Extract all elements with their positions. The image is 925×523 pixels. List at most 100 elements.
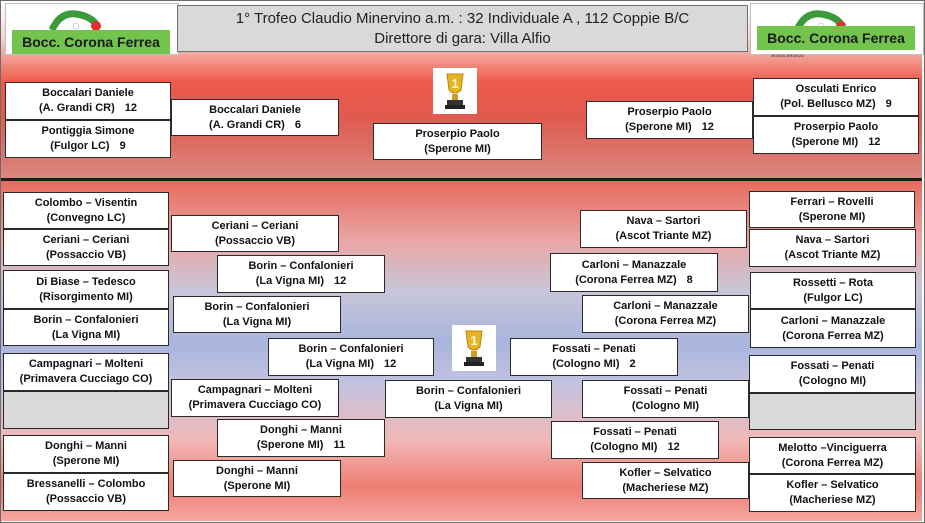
coppie-right-r3-1: Carloni – Manazzale (Corona Ferrea MZ)8 <box>550 253 718 292</box>
team-club: (Cologno MI) <box>631 400 700 412</box>
team-name: Fossati – Penati <box>593 426 677 438</box>
player-score: 12 <box>701 121 714 133</box>
team-name: Ceriani – Ceriani <box>211 219 299 232</box>
coppie-right-r1-4: Carloni – Manazzale (Corona Ferrea MZ) <box>750 309 916 348</box>
coppie-right-r1-8: Kofler – Selvatico (Macheriese MZ) <box>749 474 916 512</box>
team-club: (Ascot Triante MZ) <box>615 230 712 242</box>
team-name: Donghi – Manni <box>45 440 127 452</box>
individuale-final: Proserpio Paolo (Sperone MI) <box>373 123 542 160</box>
team-club: (Corona Ferrea MZ) <box>782 329 884 342</box>
team-name: Fossati – Penati <box>623 385 708 397</box>
player-name: Proserpio Paolo <box>793 121 879 133</box>
team-name: Carloni – Manazzale <box>613 300 718 312</box>
team-club: (Macheriese MZ) <box>622 481 709 494</box>
coppie-left-r1-2: Ceriani – Ceriani (Possaccio VB) <box>3 229 169 266</box>
team-name: Borin – Confalonieri <box>298 343 404 355</box>
coppie-right-r3-2: Fossati – Penati (Cologno MI)12 <box>551 421 719 459</box>
coppie-left-r1-7: Donghi – Manni (Sperone MI) <box>3 435 169 473</box>
team-club: (La Vigna MI) <box>434 400 503 412</box>
team-score: 2 <box>629 358 636 370</box>
individuale-right-r1-1: Osculati Enrico (Pol. Bellusco MZ) 9 <box>753 78 919 116</box>
team-name: Colombo – Visentin <box>34 196 138 209</box>
player-name: Boccalari Daniele <box>42 87 134 99</box>
coppie-right-r1-2: Nava – Sartori (Ascot Triante MZ) <box>749 229 916 267</box>
team-name: Borin – Confalonieri <box>204 300 310 313</box>
team-club: (Possaccio VB) <box>45 248 127 261</box>
team-club: (Cologno MI) <box>590 441 658 453</box>
team-club: (Primavera Cucciago CO) <box>19 373 153 385</box>
coppie-left-r1-3: Di Biase – Tedesco (Risorgimento MI) <box>3 270 169 309</box>
team-club: (Possaccio VB) <box>45 493 127 505</box>
coppie-left-r1-1: Colombo – Visentin (Convegno LC) <box>3 192 169 229</box>
team-score: 12 <box>334 275 347 287</box>
svg-text:1: 1 <box>451 76 458 91</box>
team-name: Borin – Confalonieri <box>33 313 139 326</box>
club-logo-left: Bocc. Corona Ferrea <box>5 3 179 55</box>
coppie-left-r3-2: Donghi – Manni (Sperone MI)11 <box>217 419 385 457</box>
team-name: Di Biase – Tedesco <box>36 275 136 288</box>
team-name: Carloni – Manazzale <box>780 314 886 327</box>
player-name: Boccalari Daniele <box>209 103 301 116</box>
trophy-icon: 1 <box>433 68 477 114</box>
player-club: (A. Grandi CR) <box>209 118 285 131</box>
team-club: (Sperone MI) <box>52 455 120 467</box>
coppie-left-r1-5: Campagnari – Molteni (Primavera Cucciago… <box>3 353 169 391</box>
player-score: 9 <box>885 98 892 110</box>
team-name: Campagnari – Molteni <box>28 358 144 370</box>
team-name: Bressanelli – Colombo <box>26 478 146 490</box>
team-name: Borin – Confalonieri <box>248 260 354 272</box>
coppie-final: Borin – Confalonieri (La Vigna MI) <box>385 380 552 418</box>
logo-left-text: Bocc. Corona Ferrea <box>12 30 170 54</box>
logo-right-sub: MONZA-BRIANZA <box>771 53 805 58</box>
team-club: (La Vigna MI) <box>255 275 324 287</box>
team-club: (Risorgimento MI) <box>39 290 133 303</box>
logo-right-text: Bocc. Corona Ferrea <box>757 26 915 50</box>
team-score: 11 <box>333 439 346 451</box>
player-score: 9 <box>119 140 126 152</box>
team-name: Kofler – Selvatico <box>786 479 879 491</box>
team-score: 8 <box>686 273 693 286</box>
team-name: Fossati – Penati <box>790 360 875 372</box>
team-club: (Convegno LC) <box>46 211 126 224</box>
player-name: Osculati Enrico <box>795 83 877 95</box>
club-logo-right: Bocc. Corona Ferrea MONZA-BRIANZA <box>750 3 924 58</box>
team-club: (Corona Ferrea MZ) <box>781 456 884 469</box>
team-name: Ferrari – Rovelli <box>790 195 874 208</box>
team-club: (Corona Ferrea MZ) <box>575 273 677 286</box>
bocce-flag-icon <box>48 10 101 32</box>
svg-text:1: 1 <box>470 333 477 348</box>
team-name: Rossetti – Rota <box>792 276 874 289</box>
title-line-2: Direttore di gara: Villa Alfio <box>374 30 551 47</box>
player-name: Pontiggia Simone <box>41 125 135 137</box>
player-club: (Sperone MI) <box>625 121 692 133</box>
team-name: Ceriani – Ceriani <box>42 233 130 246</box>
team-name: Donghi – Manni <box>260 424 342 436</box>
coppie-right-r2-1: Nava – Sartori (Ascot Triante MZ) <box>580 210 747 248</box>
team-name: Nava – Sartori <box>626 215 701 227</box>
team-club: (Sperone MI) <box>798 210 866 223</box>
coppie-right-r2-3: Fossati – Penati (Cologno MI) <box>582 380 749 418</box>
individuale-right-r1-2: Proserpio Paolo (Sperone MI)12 <box>753 116 919 154</box>
player-club: (Pol. Bellusco MZ) <box>780 98 876 110</box>
team-club: (Cologno MI) <box>798 375 867 387</box>
coppie-right-r1-3: Rossetti – Rota (Fulgor LC) <box>750 272 916 309</box>
player-score: 6 <box>294 118 301 131</box>
coppie-left-r4: Borin – Confalonieri (La Vigna MI)12 <box>268 338 434 376</box>
team-club: (Corona Ferrea MZ) <box>614 315 717 327</box>
team-club: (La Vigna MI) <box>305 358 374 370</box>
player-club: (Fulgor LC) <box>50 140 110 152</box>
team-name: Borin – Confalonieri <box>415 385 522 397</box>
player-name: Proserpio Paolo <box>415 127 500 140</box>
player-score: 12 <box>124 102 138 114</box>
player-name: Proserpio Paolo <box>627 106 712 118</box>
player-score: 12 <box>868 136 881 148</box>
team-name: Melotto –Vinciguerra <box>778 441 887 454</box>
team-club: (Primavera Cucciago CO) <box>188 399 322 411</box>
team-club: (Cologno MI) <box>552 358 620 370</box>
section-divider <box>1 178 922 181</box>
team-club: (Ascot Triante MZ) <box>784 249 881 261</box>
team-club: (Macheriese MZ) <box>789 494 876 506</box>
individuale-left-r2: Boccalari Daniele (A. Grandi CR) 6 <box>171 99 339 136</box>
coppie-right-r2-2: Carloni – Manazzale (Corona Ferrea MZ) <box>582 295 749 333</box>
coppie-left-r2-2: Borin – Confalonieri (La Vigna MI) <box>173 296 341 333</box>
